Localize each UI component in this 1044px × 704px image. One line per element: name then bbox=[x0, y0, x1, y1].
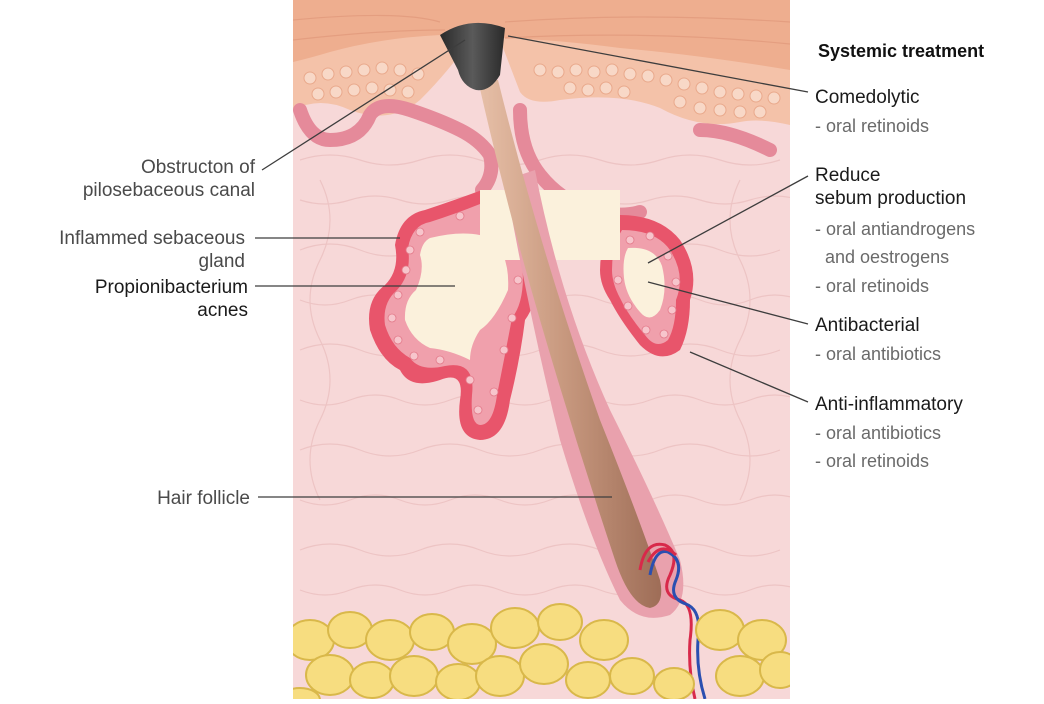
reduce-sebum-title: Reduce sebum production bbox=[815, 164, 966, 210]
anti-inflammatory-title: Anti-inflammatory bbox=[815, 393, 963, 416]
reduce-sebum-line2: sebum production bbox=[815, 187, 966, 210]
label-propionibacterium-line1: Propionibacterium bbox=[0, 276, 248, 299]
reduce-sebum-line1: Reduce bbox=[815, 164, 966, 187]
comedolytic-title: Comedolytic bbox=[815, 86, 920, 109]
antibacterial-item-1: - oral antibiotics bbox=[815, 343, 941, 366]
reduce-sebum-item-3: - oral retinoids bbox=[815, 275, 929, 298]
label-inflamed-gland: Inflammed sebaceous gland bbox=[0, 227, 245, 273]
antibacterial-title: Antibacterial bbox=[815, 314, 920, 337]
label-obstruction: Obstructon of pilosebaceous canal bbox=[40, 156, 255, 202]
anti-inflammatory-item-2: - oral retinoids bbox=[815, 450, 929, 473]
label-inflamed-line1: Inflammed sebaceous bbox=[0, 227, 245, 250]
label-obstruction-line2: pilosebaceous canal bbox=[40, 179, 255, 202]
anti-inflammatory-item-1: - oral antibiotics bbox=[815, 422, 941, 445]
reduce-sebum-item-1: - oral antiandrogens bbox=[815, 218, 975, 241]
label-propionibacterium-line2: acnes bbox=[0, 299, 248, 322]
comedolytic-item-1: - oral retinoids bbox=[815, 115, 929, 138]
reduce-sebum-item-2: and oestrogens bbox=[825, 246, 949, 269]
label-inflamed-line2: gland bbox=[0, 250, 245, 273]
label-obstruction-line1: Obstructon of bbox=[40, 156, 255, 179]
label-propionibacterium: Propionibacterium acnes bbox=[0, 276, 248, 322]
label-hair-follicle: Hair follicle bbox=[0, 487, 250, 510]
systemic-treatment-heading: Systemic treatment bbox=[818, 40, 984, 63]
